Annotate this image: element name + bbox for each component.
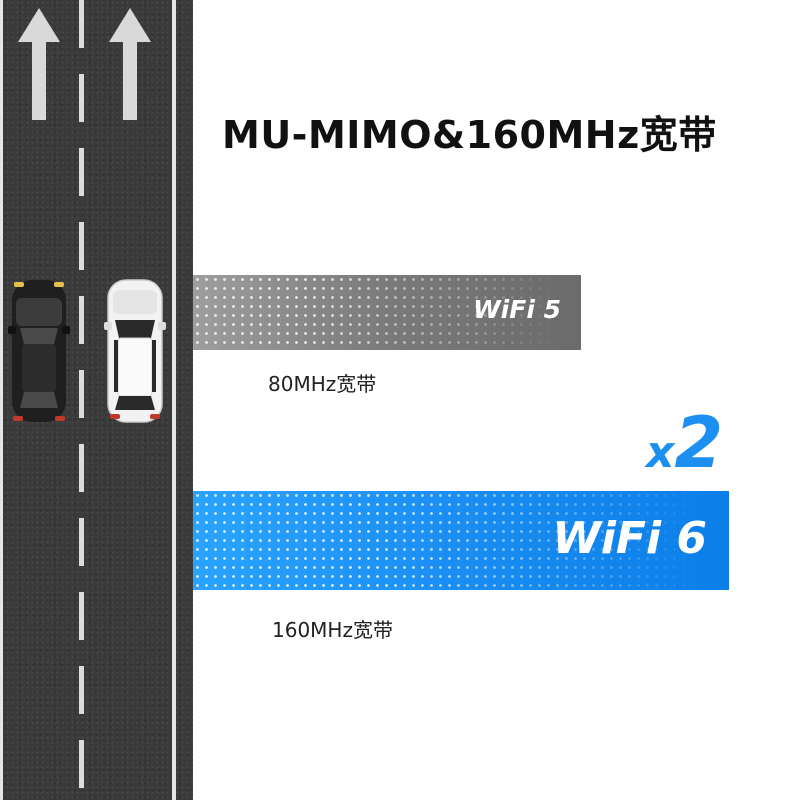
black-car-icon	[8, 280, 70, 422]
multiplier-badge: x2	[646, 408, 723, 478]
white-car-icon	[104, 279, 166, 423]
dot-pattern	[193, 275, 581, 350]
page-title: MU-MIMO&160MHz宽带	[222, 113, 717, 157]
wifi5-bar: WiFi 5	[193, 275, 581, 350]
multiplier-value: 2	[674, 402, 724, 484]
up-arrow-icon	[109, 8, 151, 120]
up-arrow-icon	[18, 8, 60, 120]
wifi6-bar: WiFi 6	[193, 491, 729, 590]
road-edge-line-left	[0, 0, 3, 800]
wifi5-label: WiFi 5	[473, 295, 561, 324]
road-illustration	[0, 0, 193, 800]
dot-pattern	[193, 491, 729, 590]
wifi6-caption: 160MHz宽带	[272, 618, 393, 642]
road-edge-line-right	[172, 0, 176, 800]
wifi5-caption: 80MHz宽带	[268, 372, 377, 396]
wifi6-label: WiFi 6	[552, 513, 707, 564]
lane-divider-dashed	[79, 0, 84, 800]
multiplier-prefix: x	[646, 427, 675, 478]
